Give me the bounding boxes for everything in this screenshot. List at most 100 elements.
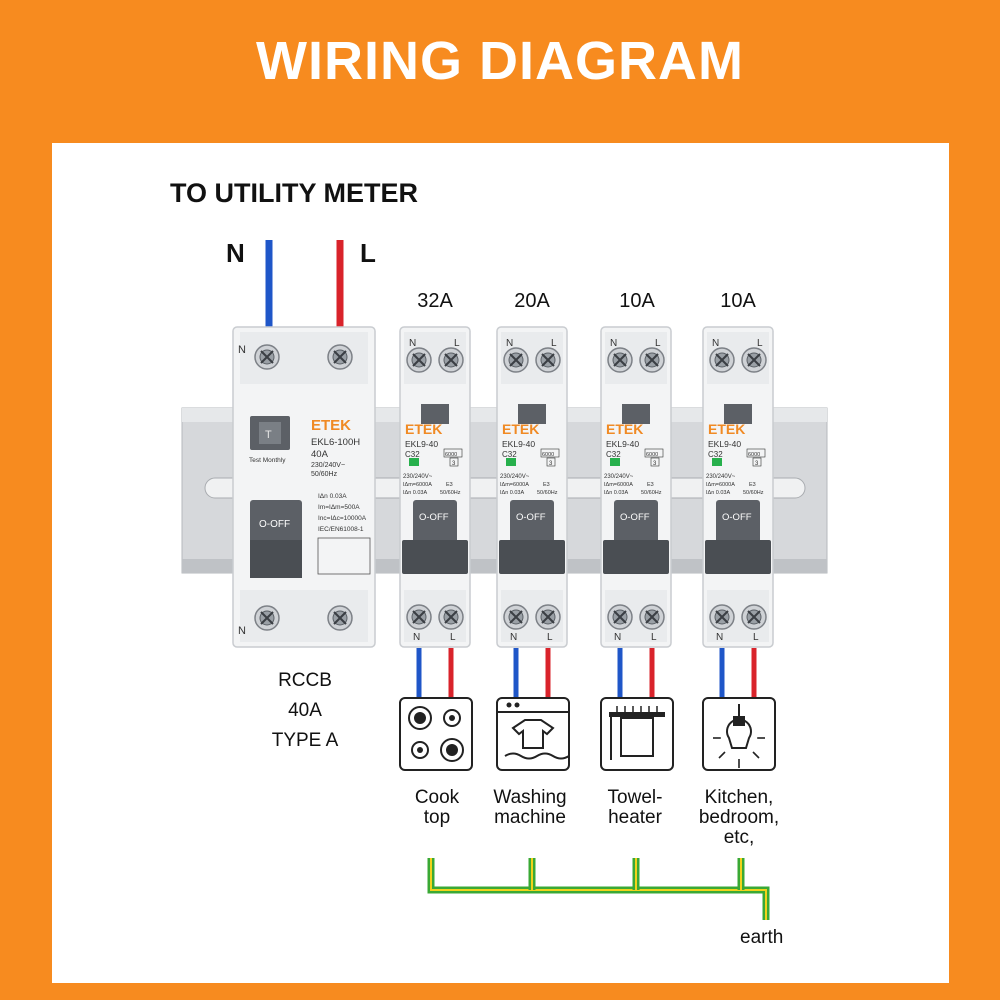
mcb-spec-trip: IΔn 0.03A bbox=[706, 490, 730, 496]
rccb-terminal-n-bottom: N bbox=[238, 625, 246, 637]
earth-wire-stripe bbox=[430, 858, 767, 920]
screw-slot bbox=[444, 353, 458, 367]
breaker-rating-2: 20A bbox=[514, 290, 550, 312]
lamp-socket bbox=[733, 716, 745, 726]
burner bbox=[440, 738, 464, 762]
mcb-spec-e3: E3 bbox=[647, 482, 654, 488]
mcb-terminal-l-bottom: L bbox=[547, 632, 553, 643]
live-label: L bbox=[360, 238, 376, 268]
mcb-curve: C32 bbox=[502, 450, 517, 459]
mcb-spec-e3: E3 bbox=[749, 482, 756, 488]
mcb-terminal-l-bottom: L bbox=[753, 632, 759, 643]
terminal-screw bbox=[254, 605, 280, 631]
mcb-spec-e3: E3 bbox=[543, 482, 550, 488]
mcb-curve: C32 bbox=[606, 450, 621, 459]
rccb-spec-trip: IΔn 0.03A bbox=[318, 493, 347, 500]
load-label-line: Washing bbox=[493, 787, 567, 808]
mcb-frequency: 50/60Hz bbox=[537, 490, 558, 496]
mcb-status-indicator bbox=[409, 458, 419, 466]
burner-center bbox=[449, 715, 455, 721]
mcb-spec-trip: IΔn 0.03A bbox=[403, 490, 427, 496]
screw-slot bbox=[715, 353, 729, 367]
terminal-screw bbox=[406, 347, 432, 373]
mcb-frequency: 50/60Hz bbox=[440, 490, 461, 496]
mcb-terminal-n-top: N bbox=[712, 338, 719, 349]
rccb-model: EKL6-100H bbox=[311, 437, 360, 448]
mcb-capacity-box bbox=[644, 448, 664, 458]
screw-slot bbox=[333, 350, 347, 364]
load-label-cooktop: Cook top bbox=[377, 788, 497, 828]
rccb-test-button-label: T bbox=[265, 429, 272, 441]
terminal-screw bbox=[607, 347, 633, 373]
rccb-current: 40A bbox=[311, 449, 329, 460]
rccb-voltage: 230/240V~ bbox=[311, 462, 345, 469]
mcb-terminal-l-top: L bbox=[551, 338, 557, 349]
mcb-class-box bbox=[650, 457, 660, 467]
rccb-brand: ETEK bbox=[311, 417, 351, 434]
banner-title: WIRING DIAGRAM bbox=[256, 31, 744, 91]
mcb-status-indicator bbox=[712, 458, 722, 466]
mcb-class-box bbox=[449, 457, 459, 467]
screw-slot bbox=[613, 353, 627, 367]
load-label-towel-heater: Towel- heater bbox=[575, 788, 695, 828]
terminal-screw bbox=[503, 604, 529, 630]
neutral-label: N bbox=[226, 238, 245, 268]
mcb-test-button bbox=[622, 404, 650, 424]
rccb-frequency: 50/60Hz bbox=[311, 471, 338, 478]
mcb-curve: C32 bbox=[708, 450, 723, 459]
knob bbox=[514, 702, 520, 708]
load-label-kitchen: Kitchen, bedroom, etc, bbox=[679, 788, 799, 848]
mcb-voltage: 230/240V~ bbox=[403, 474, 433, 480]
screw-slot bbox=[260, 611, 274, 625]
screw-slot bbox=[444, 610, 458, 624]
rccb-test-button-face bbox=[259, 422, 281, 444]
mcb-spec-trip: IΔn 0.03A bbox=[500, 490, 524, 496]
load-label-line: bedroom, bbox=[698, 807, 780, 828]
terminal-screw bbox=[709, 604, 735, 630]
towel bbox=[620, 717, 654, 757]
mcb-brand: ETEK bbox=[502, 421, 539, 437]
mcb-brand: ETEK bbox=[606, 421, 643, 437]
mcb-voltage: 230/240V~ bbox=[706, 474, 736, 480]
rccb-caption-class: TYPE A bbox=[271, 730, 339, 751]
mcb-frequency: 50/60Hz bbox=[641, 490, 662, 496]
mcb-handle-base bbox=[499, 540, 565, 574]
shirt bbox=[511, 719, 555, 749]
rccb-spec-im: Im=IΔm=500A bbox=[318, 504, 360, 511]
mcb-class: 3 bbox=[653, 461, 657, 467]
terminal-screw bbox=[438, 347, 464, 373]
cooktop-icon bbox=[399, 697, 473, 771]
earth-label: earth bbox=[740, 927, 784, 948]
light-bulb-icon bbox=[702, 697, 776, 771]
rccb-test-monthly-label: Test Monthly bbox=[249, 457, 286, 464]
screw-slot bbox=[509, 353, 523, 367]
mcb-handle-base bbox=[705, 540, 771, 574]
mcb-handle-label: O-OFF bbox=[620, 512, 650, 523]
mcb-terminal-l-top: L bbox=[454, 338, 460, 349]
rccb-schematic bbox=[317, 537, 371, 575]
screw-slot bbox=[509, 610, 523, 624]
mcb-spec-im: IΔm=6000A bbox=[706, 482, 735, 488]
load-label-line: Kitchen, bbox=[704, 787, 774, 808]
heater-rail bbox=[609, 712, 665, 717]
mcb-handle-label: O-OFF bbox=[419, 512, 449, 523]
terminal-screw bbox=[327, 605, 353, 631]
terminal-screw bbox=[503, 347, 529, 373]
mcb-spec-im: IΔm=6000A bbox=[500, 482, 529, 488]
mcb-capacity-box bbox=[746, 448, 766, 458]
screw-slot bbox=[333, 611, 347, 625]
rccb-caption-type: RCCB bbox=[278, 670, 332, 691]
mcb-terminal-l-bottom: L bbox=[450, 632, 456, 643]
load-label-line: Cook bbox=[414, 787, 460, 808]
mcb-handle-label: O-OFF bbox=[516, 512, 546, 523]
mcb-curve: C32 bbox=[405, 450, 420, 459]
mcb-terminal-l-top: L bbox=[655, 338, 661, 349]
mcb-terminal-n-top: N bbox=[610, 338, 617, 349]
mcb-brand: ETEK bbox=[708, 421, 745, 437]
mcb-terminal-n-top: N bbox=[409, 338, 416, 349]
rccb-caption-current: 40A bbox=[288, 700, 322, 721]
mcb-test-button bbox=[421, 404, 449, 424]
